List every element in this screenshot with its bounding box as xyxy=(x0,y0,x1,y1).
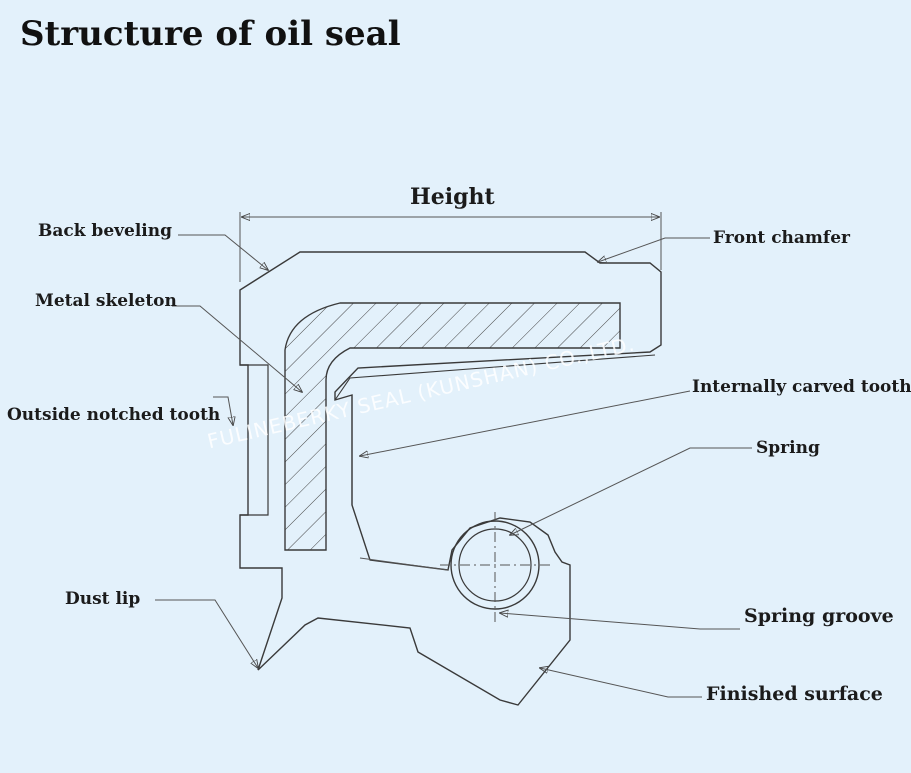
label-spring: Spring xyxy=(756,438,820,458)
leader-internal-tooth xyxy=(360,390,691,456)
height-dimension xyxy=(239,212,662,282)
label-spring-groove: Spring groove xyxy=(744,605,894,627)
leader-spring-body xyxy=(359,557,449,571)
leader-front-chamfer xyxy=(598,237,710,262)
label-height: Height xyxy=(410,184,495,210)
inner-groove xyxy=(334,354,656,505)
label-outside-notched-tooth: Outside notched tooth xyxy=(7,405,221,425)
label-finished-surface: Finished surface xyxy=(706,683,883,705)
label-front-chamfer: Front chamfer xyxy=(713,228,850,248)
metal-skeleton-shape xyxy=(284,302,621,551)
label-metal-skeleton: Metal skeleton xyxy=(35,291,177,311)
leader-dust-lip xyxy=(155,599,258,668)
page-title: Structure of oil seal xyxy=(20,14,401,54)
leader-back-beveling xyxy=(178,234,268,270)
leader-outside-tooth xyxy=(213,396,233,425)
label-dust-lip: Dust lip xyxy=(65,589,141,609)
leader-finished-surface xyxy=(540,668,702,698)
label-internally-carved-tooth: Internally carved tooth xyxy=(692,377,911,397)
leader-lines xyxy=(155,234,752,698)
spring-centerlines xyxy=(440,512,550,625)
label-back-beveling: Back beveling xyxy=(38,221,172,241)
leader-metal-skeleton xyxy=(172,305,302,392)
seal-body-outline xyxy=(239,251,662,706)
leader-spring xyxy=(510,447,752,535)
outside-notch xyxy=(240,364,269,516)
leader-spring-groove xyxy=(500,613,740,630)
